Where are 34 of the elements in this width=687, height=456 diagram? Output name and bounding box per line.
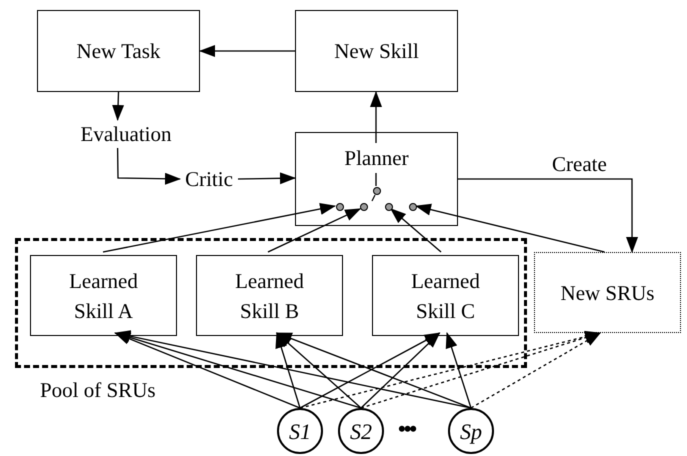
node-label: Evaluation — [80, 124, 172, 144]
arrow — [114, 332, 362, 409]
arrow — [238, 172, 296, 184]
switch-terminal — [360, 203, 368, 211]
arrow — [114, 330, 472, 409]
process-box: Learned Skill C — [372, 255, 519, 336]
arrow — [112, 92, 124, 121]
process-box: Learned Skill A — [30, 255, 177, 336]
switch-terminal — [336, 203, 344, 211]
arrow — [390, 208, 442, 252]
arrow — [199, 45, 295, 57]
ellipsis-mark: ••• — [398, 418, 416, 440]
arrow — [415, 204, 605, 253]
arrow — [116, 148, 181, 185]
arrow — [458, 178, 638, 253]
arrow — [276, 332, 472, 409]
switch-terminal — [409, 203, 417, 211]
dotted-box: New SRUs — [534, 252, 681, 333]
arrow — [276, 332, 301, 408]
arrow — [300, 332, 440, 409]
dotted-arrow — [360, 332, 602, 409]
switch-terminal — [385, 203, 393, 211]
process-box: New Skill — [295, 10, 458, 92]
node-label: Critic — [184, 168, 234, 190]
process-box — [295, 132, 458, 226]
arrow — [360, 332, 440, 408]
dotted-arrow — [470, 332, 602, 409]
arrow — [114, 332, 300, 409]
process-box: New Task — [37, 10, 200, 92]
arrow — [276, 332, 362, 408]
switch-terminal — [373, 187, 381, 195]
arrow — [446, 332, 472, 408]
process-box: Learned Skill B — [196, 255, 343, 336]
group-label: Pool of SRUs — [40, 377, 156, 404]
